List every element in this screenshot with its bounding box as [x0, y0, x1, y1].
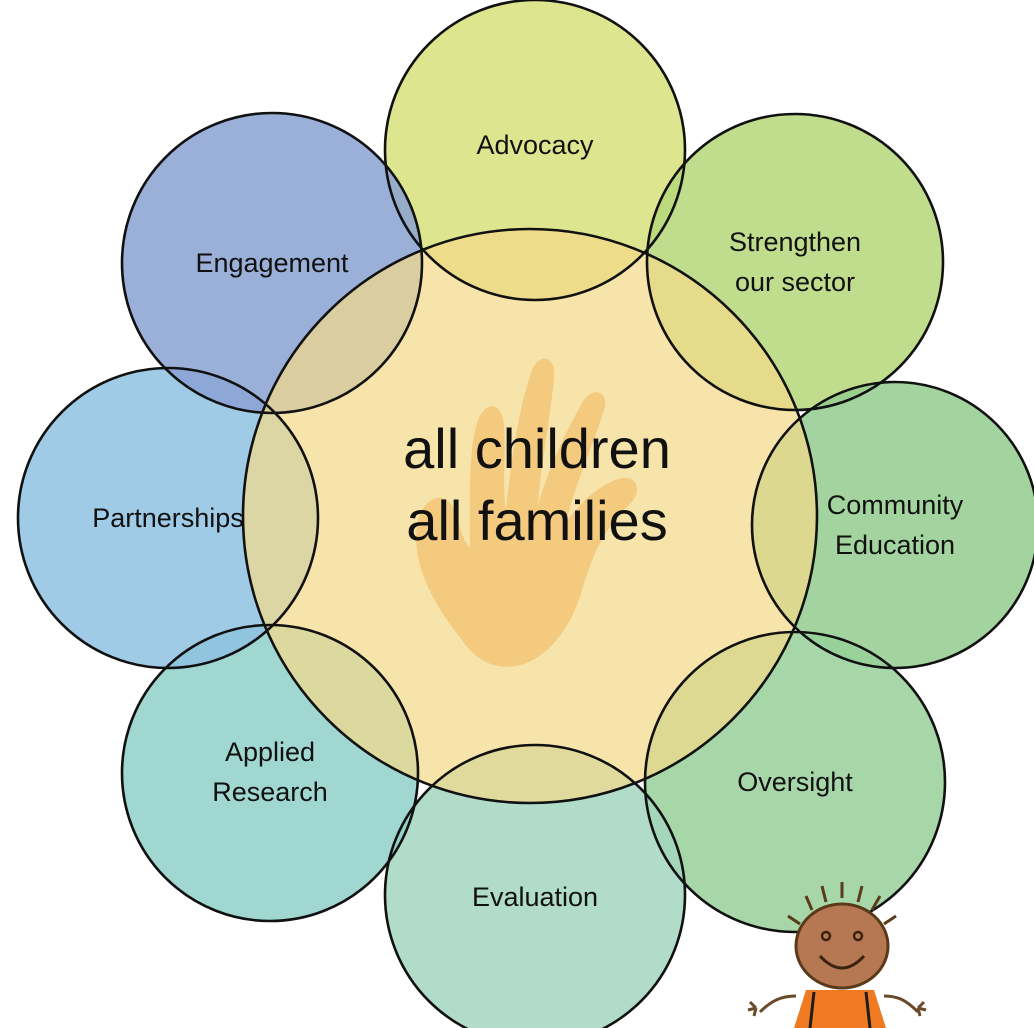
petal-label-line: Oversight — [737, 767, 853, 797]
petal-community-education — [752, 382, 1034, 668]
petal-label-evaluation: Evaluation — [472, 882, 598, 912]
petal-label-oversight: Oversight — [737, 767, 853, 797]
petal-label-partnerships: Partnerships — [92, 503, 244, 533]
petal-evaluation — [385, 745, 685, 1028]
petal-applied-research-outline — [120, 623, 420, 923]
petal-engagement-outline — [120, 111, 424, 415]
petal-label-line: Evaluation — [472, 882, 598, 912]
petal-label-line: Advocacy — [476, 130, 594, 160]
petal-label-line: Education — [835, 530, 955, 560]
petal-partnerships — [18, 368, 318, 668]
petal-label-line: Research — [212, 777, 328, 807]
center-circle-outline — [241, 227, 819, 805]
smiling-child-icon — [747, 882, 927, 1028]
petal-label-line: Strengthen — [729, 227, 861, 257]
petal-community-education-outline — [750, 380, 1034, 670]
petal-strengthen-our-sector-outline — [645, 112, 945, 412]
petal-label-line: our sector — [735, 267, 855, 297]
petal-label-line: Engagement — [195, 248, 349, 278]
hand-print-icon — [416, 358, 637, 667]
petal-advocacy — [385, 0, 685, 300]
petal-label-line: Community — [827, 490, 964, 520]
center-label-line: all children — [403, 417, 671, 480]
petal-label-engagement: Engagement — [195, 248, 349, 278]
petal-label-strengthen-our-sector: Strengthen our sector — [729, 227, 861, 297]
petal-partnerships-outline — [16, 366, 320, 670]
center-label-line: all families — [406, 489, 667, 552]
center-label: all children all families — [403, 417, 671, 552]
petal-label-advocacy: Advocacy — [476, 130, 594, 160]
petal-oversight-outline — [643, 630, 947, 934]
petal-advocacy-outline — [383, 0, 687, 302]
petal-label-line: Partnerships — [92, 503, 244, 533]
petal-label-line: Applied — [225, 737, 315, 767]
petal-evaluation-outline — [383, 743, 687, 1028]
